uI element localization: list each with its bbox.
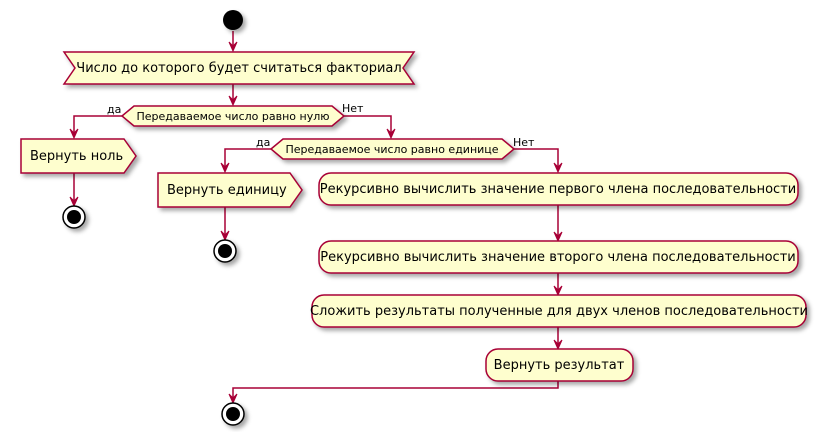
arrowhead	[220, 162, 230, 174]
step-label-2: Рекурсивно вычислить значение второго чл…	[320, 250, 795, 265]
arrowhead	[553, 339, 563, 351]
decision-one-no-label: Нет	[513, 136, 535, 149]
decision-zero-no-label: Нет	[342, 102, 364, 115]
decision-zero-label: Передаваемое число равно нулю	[137, 110, 330, 123]
input-node-label: Число до которого будет считаться фактор…	[76, 61, 401, 76]
step-label-1: Рекурсивно вычислить значение первого чл…	[320, 182, 796, 197]
edge-zero-yes	[73, 115, 122, 137]
arrowhead	[553, 231, 563, 243]
return-zero-label: Вернуть ноль	[30, 149, 123, 164]
arrowhead	[228, 95, 238, 107]
arrowhead	[386, 128, 396, 140]
start-node	[223, 10, 243, 30]
arrowhead	[220, 230, 230, 242]
step-node-4	[485, 348, 634, 382]
edge-zero-no	[344, 115, 392, 137]
edge-result-to-stop	[232, 381, 559, 402]
edge-one-yes	[224, 148, 271, 171]
return-one-label: Вернуть единицу	[167, 183, 287, 198]
decision-zero	[120, 105, 346, 127]
decision-one-label: Передаваемое число равно единице	[285, 143, 498, 156]
edge-one-no	[514, 148, 559, 171]
arrowhead	[228, 41, 238, 53]
decision-one-yes-label: да	[256, 136, 270, 149]
return-zero-node	[20, 138, 137, 174]
step-label-4: Вернуть результат	[494, 358, 625, 373]
stop-node-final	[221, 402, 245, 426]
step-label-3: Сложить результаты полученные для двух ч…	[310, 304, 808, 319]
edges	[69, 31, 563, 405]
arrowhead	[553, 285, 563, 297]
decision-one	[269, 138, 516, 160]
return-one-node	[157, 172, 303, 208]
step-node-1	[318, 172, 799, 206]
arrowhead	[228, 393, 238, 405]
stop-node-one	[213, 239, 237, 263]
stop-node-zero	[62, 205, 86, 229]
step-node-2	[318, 240, 799, 274]
step-node-3	[311, 294, 807, 328]
arrowhead	[69, 196, 79, 208]
arrowhead	[69, 128, 79, 140]
decision-zero-yes-label: да	[107, 103, 121, 116]
input-node	[62, 51, 416, 85]
arrowhead	[553, 162, 563, 174]
